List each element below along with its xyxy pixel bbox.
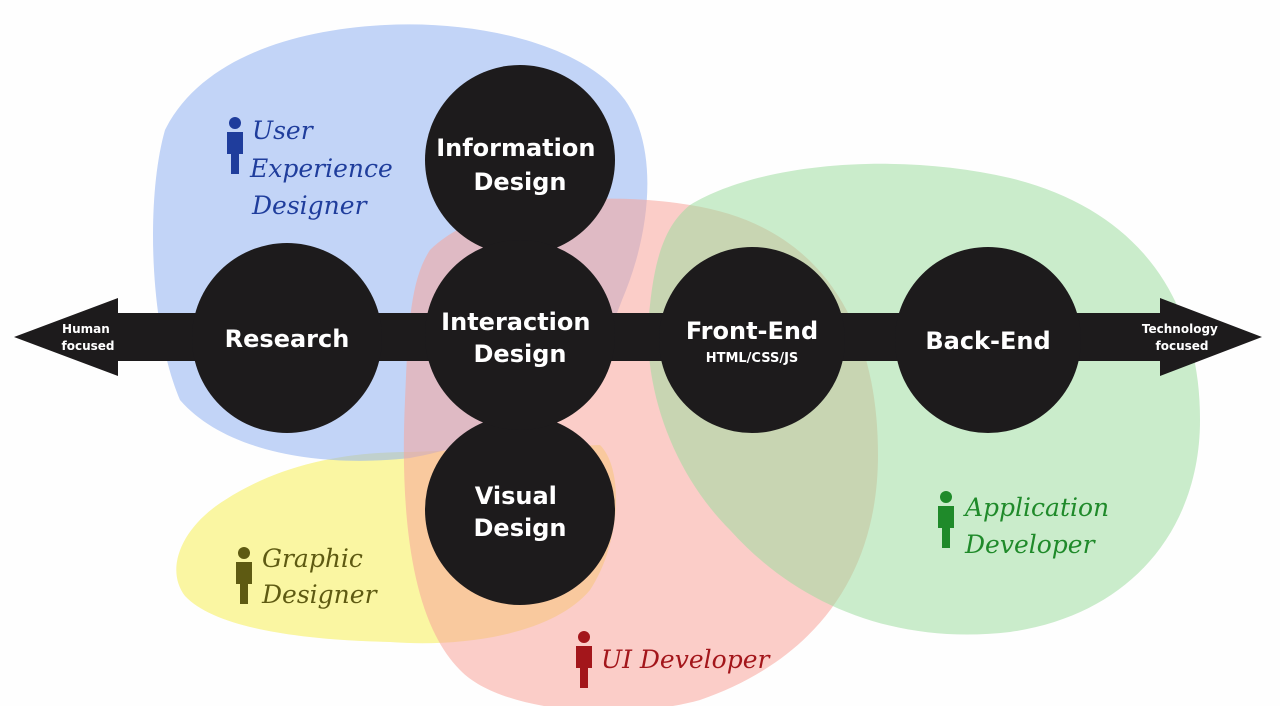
- person-icon: [576, 631, 592, 688]
- node-back-end: Back-End: [895, 247, 1081, 433]
- person-icon: [227, 117, 243, 174]
- role-ui-developer: UI Developer: [576, 631, 771, 688]
- person-icon: [236, 547, 252, 604]
- application-developer-label: Application Developer: [963, 493, 1117, 559]
- node-front-end-sublabel: HTML/CSS/JS: [706, 351, 799, 366]
- ux-designer-label: User Experience Designer: [249, 116, 401, 220]
- axis-right-label: Technology focused: [1142, 322, 1222, 353]
- node-interaction-design-label: Interaction Design: [441, 308, 599, 368]
- node-information-design: Information Design: [425, 65, 615, 255]
- node-front-end: Front-End HTML/CSS/JS: [659, 247, 845, 433]
- node-research-label: Research: [225, 325, 350, 353]
- node-back-end-label: Back-End: [925, 327, 1050, 355]
- node-interaction-design: Interaction Design: [425, 240, 615, 430]
- node-visual-design: Visual Design: [425, 415, 615, 605]
- node-information-design-label: Information Design: [436, 134, 604, 196]
- graphic-designer-label: Graphic Designer: [261, 544, 379, 609]
- role-application-developer: Application Developer: [938, 491, 1117, 559]
- node-front-end-label: Front-End: [686, 317, 818, 345]
- ui-developer-label: UI Developer: [601, 645, 771, 674]
- role-ux-designer: User Experience Designer: [227, 116, 401, 220]
- role-graphic-designer: Graphic Designer: [236, 544, 379, 609]
- person-icon: [938, 491, 954, 548]
- node-research: Research: [192, 243, 382, 433]
- axis-left-label: Human focused: [62, 322, 115, 353]
- node-visual-design-label: Visual Design: [474, 482, 567, 542]
